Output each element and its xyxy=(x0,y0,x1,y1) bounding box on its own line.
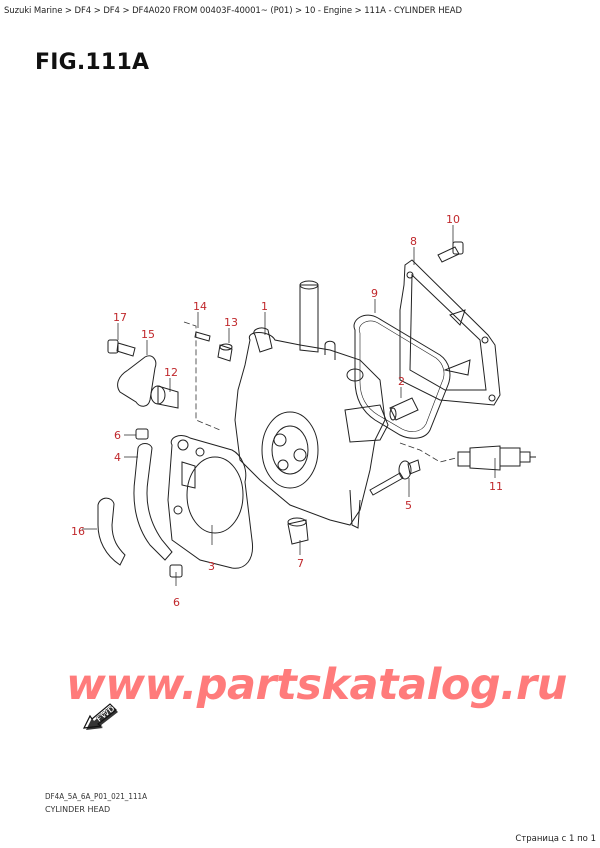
head-cover xyxy=(399,259,501,406)
callout-part-2[interactable]: 2 xyxy=(398,375,405,388)
callout-part-1[interactable]: 1 xyxy=(261,300,268,313)
dowel-pin-2 xyxy=(389,397,419,421)
callout-part-12[interactable]: 12 xyxy=(164,366,178,379)
callout-part-7[interactable]: 7 xyxy=(297,557,304,570)
callout-part-4[interactable]: 4 xyxy=(114,451,121,464)
head-cover-gasket xyxy=(353,314,451,439)
figure-title: FIG.111A xyxy=(35,50,150,75)
callout-part-3[interactable]: 3 xyxy=(208,560,215,573)
collar-13 xyxy=(217,344,233,362)
figure-name: CYLINDER HEAD xyxy=(45,805,111,814)
callout-part-13[interactable]: 13 xyxy=(224,316,238,329)
hose-clip-6-upper xyxy=(135,428,149,440)
callout-part-8[interactable]: 8 xyxy=(410,235,417,248)
callout-part-17[interactable]: 17 xyxy=(113,311,127,324)
bolt-10 xyxy=(437,241,464,263)
water-hose-4 xyxy=(133,443,173,561)
spark-plug xyxy=(457,445,536,471)
thermostat-cover xyxy=(117,355,157,407)
water-hose-16 xyxy=(97,497,126,566)
callout-part-15[interactable]: 15 xyxy=(141,328,155,341)
callout-part-16[interactable]: 16 xyxy=(71,525,85,538)
breadcrumb[interactable]: Suzuki Marine > DF4 > DF4 > DF4A020 FROM… xyxy=(4,6,462,16)
screw-14 xyxy=(194,331,211,342)
dowel-pin-7 xyxy=(287,519,309,545)
stud-bolt-5 xyxy=(369,459,421,496)
hose-clip-6-lower xyxy=(169,564,183,578)
cylinder-head-body xyxy=(234,280,389,529)
callout-part-14[interactable]: 14 xyxy=(193,300,207,313)
callout-part-6[interactable]: 6 xyxy=(173,596,180,609)
watermark: www.partskatalog.ru xyxy=(66,660,567,710)
callout-part-5[interactable]: 5 xyxy=(405,499,412,512)
thermostat xyxy=(150,385,179,409)
callout-part-9[interactable]: 9 xyxy=(371,287,378,300)
callout-part-11[interactable]: 11 xyxy=(489,480,503,493)
head-gasket xyxy=(167,435,254,569)
callout-part-10[interactable]: 10 xyxy=(446,213,460,226)
bolt-17 xyxy=(107,339,136,357)
page-indicator: Страница с 1 по 1 xyxy=(515,834,596,844)
callout-part-6[interactable]: 6 xyxy=(114,429,121,442)
fwd-arrow-icon: FWD xyxy=(82,703,118,730)
figure-code: DF4A_5A_6A_P01_021_111A xyxy=(45,792,148,801)
